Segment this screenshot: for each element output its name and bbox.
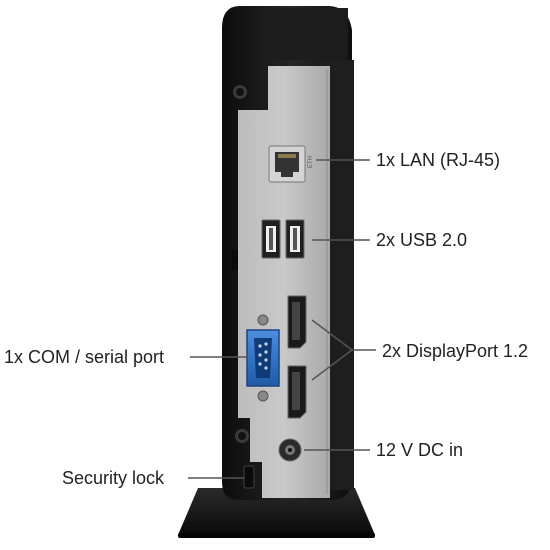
svg-text:ETH: ETH — [308, 156, 314, 168]
network-icon: ETH — [268, 145, 314, 183]
callout-lock: Security lock — [62, 468, 165, 488]
displayport-icon — [287, 295, 307, 349]
callout-com: 1x COM / serial port — [4, 347, 165, 367]
security-lock-slot — [243, 465, 255, 489]
displayport-icon — [287, 365, 307, 419]
callout-dc: 12 V DC in — [376, 440, 464, 460]
io-panel — [238, 66, 330, 498]
dc-power-icon — [278, 438, 302, 462]
callout-displayport: 2x DisplayPort 1.2 — [382, 341, 529, 361]
callout-lines — [188, 159, 376, 479]
callout-lan: 1x LAN (RJ-45) — [376, 150, 501, 170]
usb-icon — [261, 219, 281, 259]
callout-usb: 2x USB 2.0 — [376, 230, 468, 250]
serial-port-icon — [246, 314, 280, 402]
usb-icon — [285, 219, 305, 259]
screw-icon — [233, 85, 247, 99]
screw-icon — [235, 429, 249, 443]
